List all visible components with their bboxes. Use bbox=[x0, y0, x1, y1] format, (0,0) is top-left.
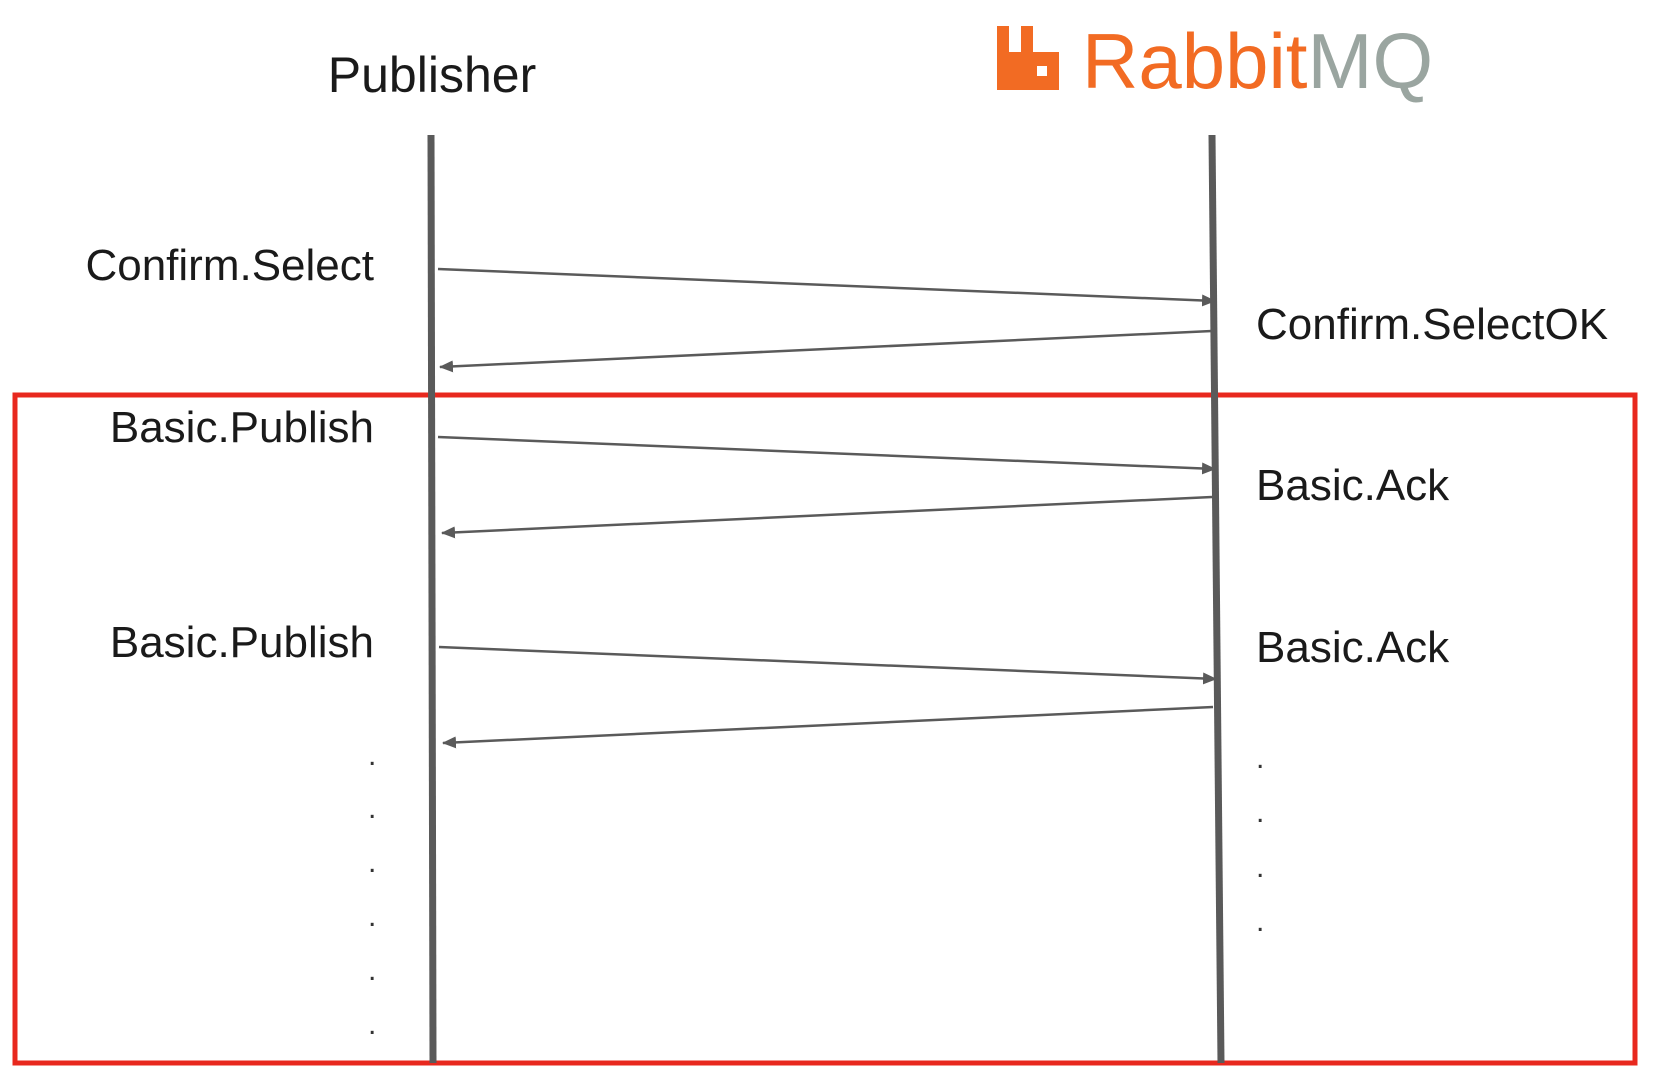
message-label: Basic.Publish bbox=[110, 618, 374, 667]
message-basic-publish-1: Basic.Publish bbox=[110, 403, 1216, 475]
message-label: Basic.Ack bbox=[1256, 461, 1450, 510]
message-label: Basic.Publish bbox=[110, 403, 374, 452]
svg-text:.: . bbox=[368, 792, 376, 825]
svg-text:.: . bbox=[368, 954, 376, 987]
message-label: Basic.Ack bbox=[1256, 623, 1450, 672]
message-basic-ack-2: Basic.Ack bbox=[442, 623, 1450, 749]
message-confirm-selectok: Confirm.SelectOK bbox=[439, 300, 1608, 373]
svg-text:.: . bbox=[1256, 742, 1264, 775]
highlight-box bbox=[12, 392, 1638, 1066]
message-basic-ack-1: Basic.Ack bbox=[441, 461, 1450, 539]
svg-text:.: . bbox=[368, 1008, 376, 1041]
ellipsis-right: . . . . bbox=[1256, 742, 1264, 938]
svg-text:.: . bbox=[368, 900, 376, 933]
ellipsis-left: . . . . . . bbox=[368, 739, 376, 1041]
svg-text:.: . bbox=[1256, 905, 1264, 938]
publisher-title: Publisher bbox=[328, 47, 536, 103]
svg-text:.: . bbox=[368, 739, 376, 772]
message-label: Confirm.SelectOK bbox=[1256, 300, 1608, 349]
rabbitmq-logo: RabbitMQ bbox=[997, 17, 1433, 105]
svg-text:.: . bbox=[1256, 796, 1264, 829]
svg-text:.: . bbox=[368, 846, 376, 879]
rabbitmq-wordmark: RabbitMQ bbox=[1082, 17, 1433, 105]
broker-lifeline bbox=[1208, 134, 1225, 1064]
rabbitmq-logo-icon bbox=[997, 26, 1059, 90]
message-label: Confirm.Select bbox=[85, 241, 374, 290]
wordmark-mq: MQ bbox=[1307, 17, 1433, 105]
message-confirm-select: Confirm.Select bbox=[85, 241, 1216, 307]
message-basic-publish-2: Basic.Publish bbox=[110, 618, 1217, 685]
wordmark-rabbit: Rabbit bbox=[1082, 17, 1308, 105]
publisher-lifeline bbox=[427, 134, 437, 1064]
svg-text:.: . bbox=[1256, 851, 1264, 884]
